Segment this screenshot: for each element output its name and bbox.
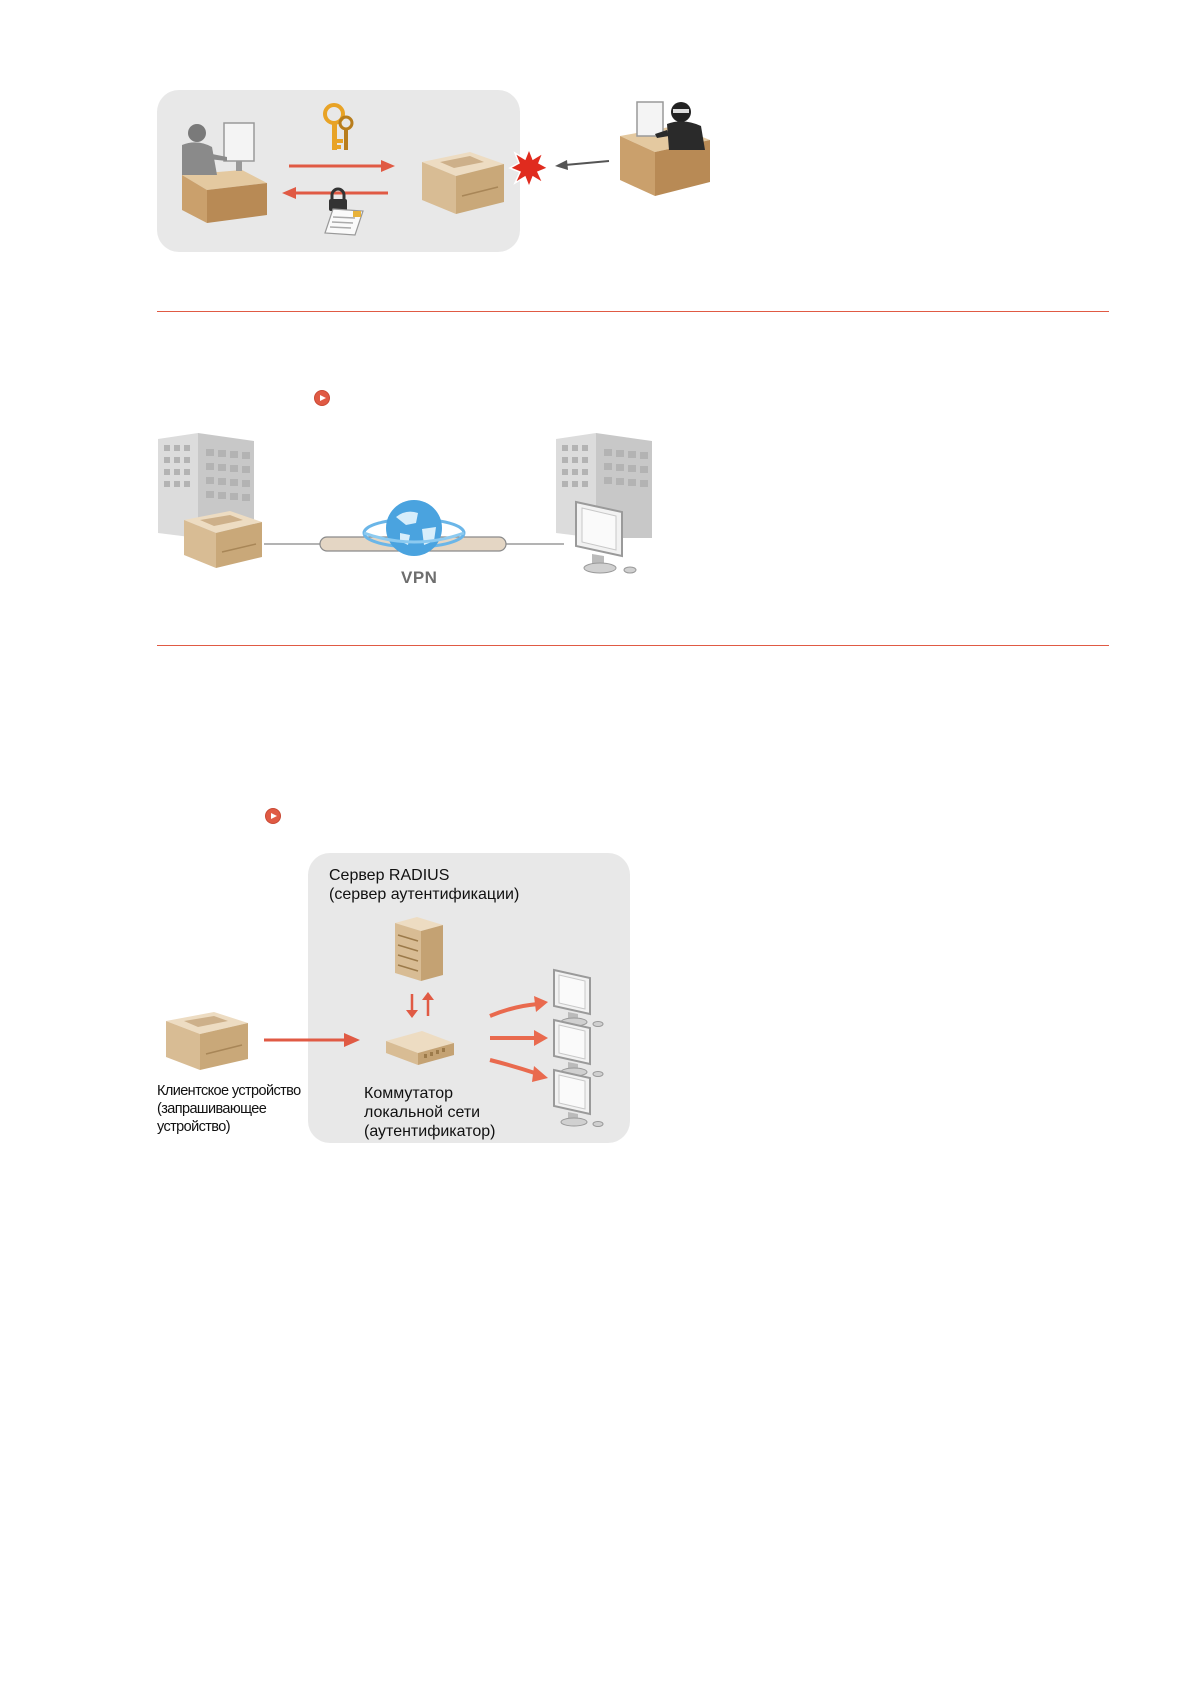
globe-icon <box>362 500 466 556</box>
link-arrow-icon[interactable] <box>266 809 280 823</box>
switch-icon <box>386 1031 454 1065</box>
monitor-icon <box>575 500 637 574</box>
arrow-to-user-icon <box>282 187 388 199</box>
keys-icon <box>323 103 354 150</box>
arrow-to-switch-icon <box>264 1033 360 1047</box>
client-device-label: Клиентское устройство (запрашивающее уст… <box>157 1083 301 1135</box>
printer-icon <box>184 511 262 568</box>
printer-icon <box>166 1012 248 1070</box>
office-building-icon <box>158 433 254 538</box>
vpn-label: VPN <box>401 568 438 587</box>
monitor-icon <box>553 1018 604 1077</box>
link-arrow-icon[interactable] <box>315 391 329 405</box>
server-icon <box>395 917 443 981</box>
exchange-arrows-icon <box>406 992 434 1018</box>
attack-burst-icon <box>508 146 550 190</box>
printer-icon <box>422 152 504 214</box>
fanout-arrows-icon <box>489 996 548 1082</box>
section-divider <box>157 645 1109 646</box>
document-icon <box>324 208 364 236</box>
monitor-icon <box>553 968 604 1027</box>
section-divider <box>157 311 1109 312</box>
radius-server-label: Сервер RADIUS (сервер аутентификации) <box>329 867 520 903</box>
monitor-icon <box>553 1068 604 1127</box>
lan-switch-label: Коммутатор локальной сети (аутентификато… <box>364 1085 496 1140</box>
lock-icon <box>329 187 347 211</box>
hacker-at-computer-icon <box>620 101 710 196</box>
arrow-from-hacker-icon <box>555 160 610 170</box>
user-at-computer-icon <box>182 122 267 223</box>
arrow-to-printer-icon <box>289 160 395 172</box>
